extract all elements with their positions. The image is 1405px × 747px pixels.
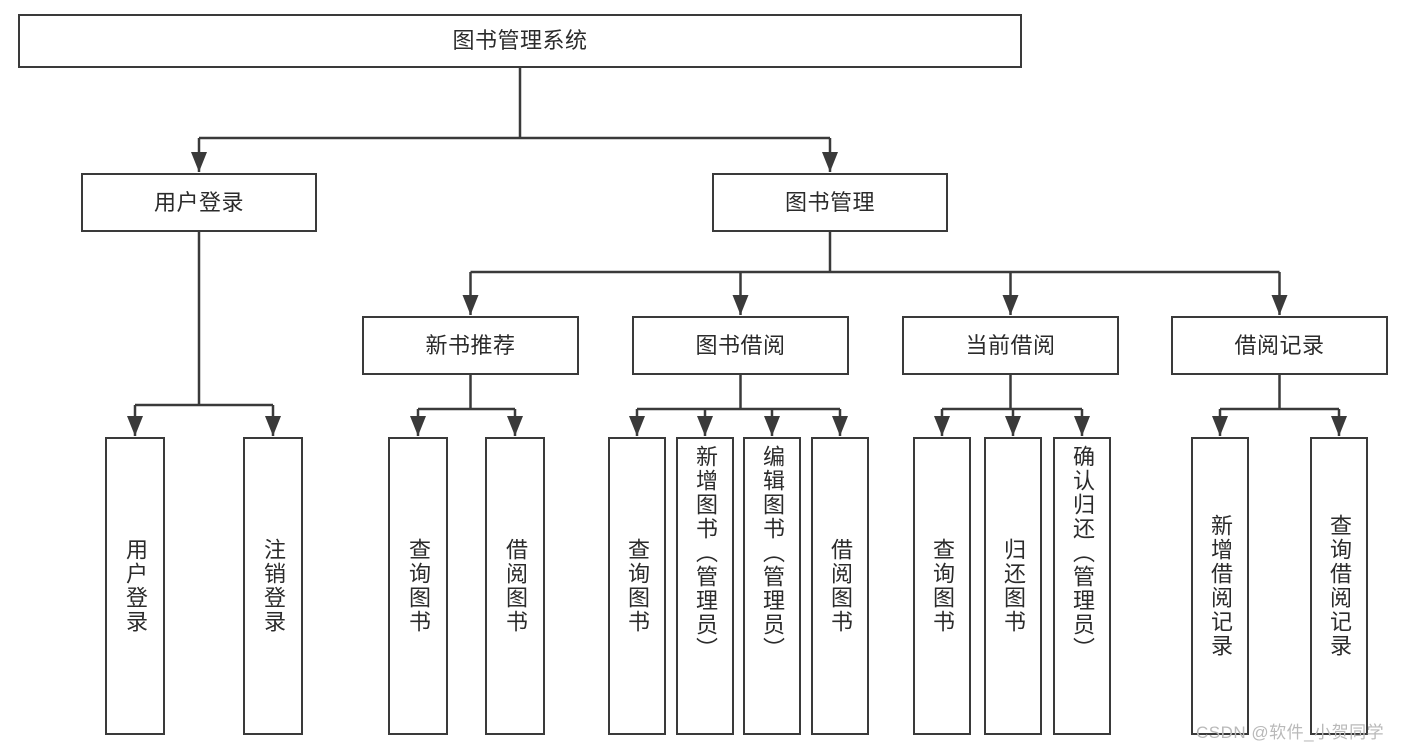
node-current-borrow[interactable]: 当前借阅	[902, 316, 1119, 375]
node-book-borrow[interactable]: 图书借阅	[632, 316, 849, 375]
node-root[interactable]: 图书管理系统	[18, 14, 1022, 68]
node-borrow-record[interactable]: 借阅记录	[1171, 316, 1388, 375]
arrowhead	[191, 152, 207, 172]
node-label: 归还图书	[1001, 538, 1026, 634]
arrowhead	[1005, 416, 1021, 436]
arrowhead	[1271, 295, 1288, 315]
arrowhead	[507, 416, 523, 436]
node-label: 借阅图书	[503, 538, 528, 634]
arrowhead	[410, 416, 426, 436]
node-book-manage[interactable]: 图书管理	[712, 173, 948, 232]
node-label: 确认归还（管理员）	[1070, 445, 1095, 661]
arrowhead	[1002, 295, 1019, 315]
arrowhead	[127, 416, 143, 436]
node-leaf-edit-book[interactable]: 编辑图书（管理员）	[743, 437, 801, 735]
node-label: 图书管理系统	[452, 28, 588, 54]
node-leaf-query-book-3[interactable]: 查询图书	[913, 437, 971, 735]
node-label: 图书管理	[784, 189, 875, 215]
node-new-book-rec[interactable]: 新书推荐	[362, 316, 579, 375]
node-label: 查询图书	[625, 538, 650, 634]
node-label: 用户登录	[123, 538, 148, 634]
node-label: 新书推荐	[425, 332, 516, 358]
node-label: 借阅图书	[828, 538, 853, 634]
node-label: 查询借阅记录	[1327, 514, 1352, 658]
arrowhead	[629, 416, 645, 436]
node-leaf-query-book-1[interactable]: 查询图书	[388, 437, 448, 735]
node-user-login[interactable]: 用户登录	[81, 173, 317, 232]
node-label: 编辑图书（管理员）	[760, 445, 785, 661]
arrowhead	[832, 416, 848, 436]
node-label: 当前借阅	[965, 332, 1056, 358]
arrowhead	[822, 152, 838, 172]
node-leaf-query-book-2[interactable]: 查询图书	[608, 437, 666, 735]
node-leaf-add-book[interactable]: 新增图书（管理员）	[676, 437, 734, 735]
arrowhead	[1331, 416, 1347, 436]
arrowhead	[265, 416, 281, 436]
arrowhead	[732, 295, 749, 315]
arrowhead	[934, 416, 950, 436]
node-label: 新增图书（管理员）	[693, 445, 718, 661]
node-leaf-logout[interactable]: 注销登录	[243, 437, 303, 735]
node-leaf-user-login[interactable]: 用户登录	[105, 437, 165, 735]
arrowhead	[1212, 416, 1228, 436]
node-label: 新增借阅记录	[1208, 514, 1233, 658]
arrowhead	[462, 295, 479, 315]
csdn-watermark: CSDN @软件_小贺同学	[1196, 723, 1385, 742]
node-leaf-add-record[interactable]: 新增借阅记录	[1191, 437, 1249, 735]
node-leaf-borrow-book-2[interactable]: 借阅图书	[811, 437, 869, 735]
node-leaf-borrow-book-1[interactable]: 借阅图书	[485, 437, 545, 735]
node-leaf-confirm-return[interactable]: 确认归还（管理员）	[1053, 437, 1111, 735]
node-label: 查询图书	[930, 538, 955, 634]
node-label: 借阅记录	[1234, 332, 1325, 358]
arrowhead	[697, 416, 713, 436]
node-label: 注销登录	[261, 538, 286, 634]
arrowhead	[1074, 416, 1090, 436]
node-label: 图书借阅	[695, 332, 786, 358]
node-leaf-return-book[interactable]: 归还图书	[984, 437, 1042, 735]
node-label: 查询图书	[406, 538, 431, 634]
arrowhead	[764, 416, 780, 436]
node-label: 用户登录	[153, 189, 244, 215]
node-leaf-query-record[interactable]: 查询借阅记录	[1310, 437, 1368, 735]
